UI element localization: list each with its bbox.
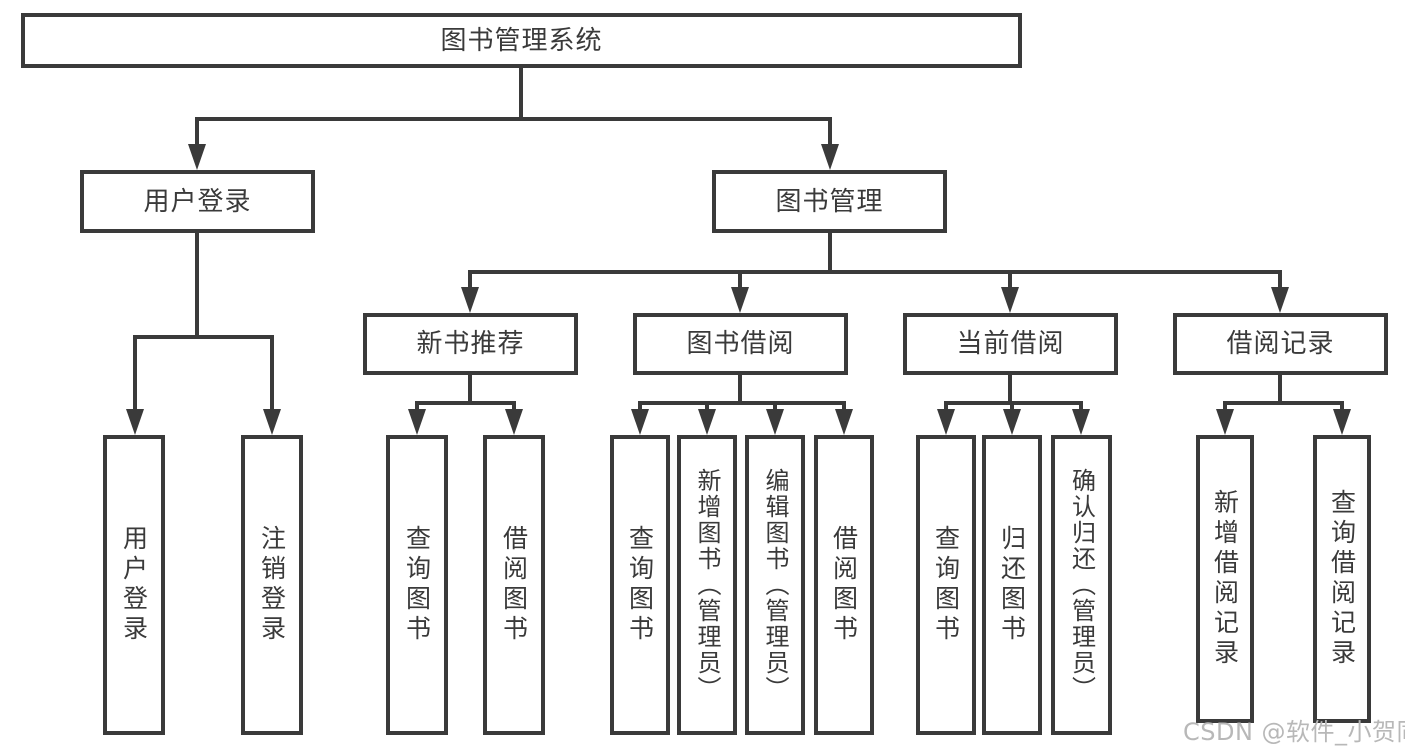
arrow-down-icon [1271,287,1289,313]
leaf-user-login: 用户登录 [103,435,165,735]
connector-login-rake [133,335,274,413]
node-new-book-recommend: 新书推荐 [363,313,578,375]
arrow-down-icon [766,409,784,435]
arrow-down-icon [188,144,206,170]
arrow-down-icon [1216,409,1234,435]
arrow-down-icon [937,409,955,435]
arrow-down-icon [126,409,144,435]
leaf-add-book-admin: 新增图书（管理员） [677,435,737,735]
node-label: 新书推荐 [416,329,525,359]
node-library-system: 图书管理系统 [21,13,1022,68]
node-label: 图书管理 [775,186,884,217]
connector-newrec-rake [415,401,516,413]
leaf-label: 借阅图书 [829,525,859,645]
node-borrow-records: 借阅记录 [1173,313,1388,375]
node-book-management: 图书管理 [712,170,947,233]
arrow-down-icon [1072,409,1090,435]
leaf-label: 归还图书 [997,525,1027,645]
leaf-label: 注销登录 [257,525,287,645]
csdn-watermark: CSDN @软件_小贺同学 [1183,718,1405,746]
leaf-return-books: 归还图书 [982,435,1042,735]
node-current-borrow: 当前借阅 [903,313,1118,375]
arrow-down-icon [698,409,716,435]
leaf-query-books: 查询图书 [610,435,670,735]
arrow-down-icon [263,409,281,435]
leaf-edit-book-admin: 编辑图书（管理员） [745,435,805,735]
leaf-query-books: 查询图书 [916,435,976,735]
leaf-query-borrow-record: 查询借阅记录 [1313,435,1371,723]
leaf-borrow-books: 借阅图书 [483,435,545,735]
node-label: 当前借阅 [956,329,1065,359]
node-book-borrow: 图书借阅 [633,313,848,375]
connector-level1-rake [195,117,832,148]
leaf-label: 查询图书 [402,525,432,645]
connector-record-rake [1223,401,1344,413]
node-user-login: 用户登录 [80,170,315,233]
arrow-down-icon [408,409,426,435]
arrow-down-icon [835,409,853,435]
leaf-label: 用户登录 [119,525,149,645]
node-label: 借阅记录 [1226,329,1335,359]
node-label: 图书借阅 [686,329,795,359]
leaf-label: 查询图书 [625,525,655,645]
arrow-down-icon [731,287,749,313]
arrow-down-icon [1001,287,1019,313]
arrow-down-icon [631,409,649,435]
leaf-label: 新增图书（管理员） [693,468,721,702]
leaf-add-borrow-record: 新增借阅记录 [1196,435,1254,723]
leaf-label: 编辑图书（管理员） [761,468,789,702]
arrow-down-icon [505,409,523,435]
leaf-logout: 注销登录 [241,435,303,735]
leaf-label: 查询借阅记录 [1327,489,1357,669]
leaf-confirm-return-admin: 确认归还（管理员） [1051,435,1112,735]
arrow-down-icon [1333,409,1351,435]
arrow-down-icon [821,144,839,170]
leaf-label: 查询图书 [931,525,961,645]
node-label: 用户登录 [143,186,252,217]
leaf-label: 借阅图书 [499,525,529,645]
node-label: 图书管理系统 [440,25,603,56]
connector-borrow-rake [638,401,846,413]
leaf-label: 确认归还（管理员） [1067,468,1096,702]
leaf-label: 新增借阅记录 [1210,489,1240,669]
leaf-borrow-books: 借阅图书 [814,435,874,735]
leaf-query-books: 查询图书 [386,435,448,735]
connector-mgmt-rake [468,270,1282,291]
arrow-down-icon [461,287,479,313]
arrow-down-icon [1003,409,1021,435]
